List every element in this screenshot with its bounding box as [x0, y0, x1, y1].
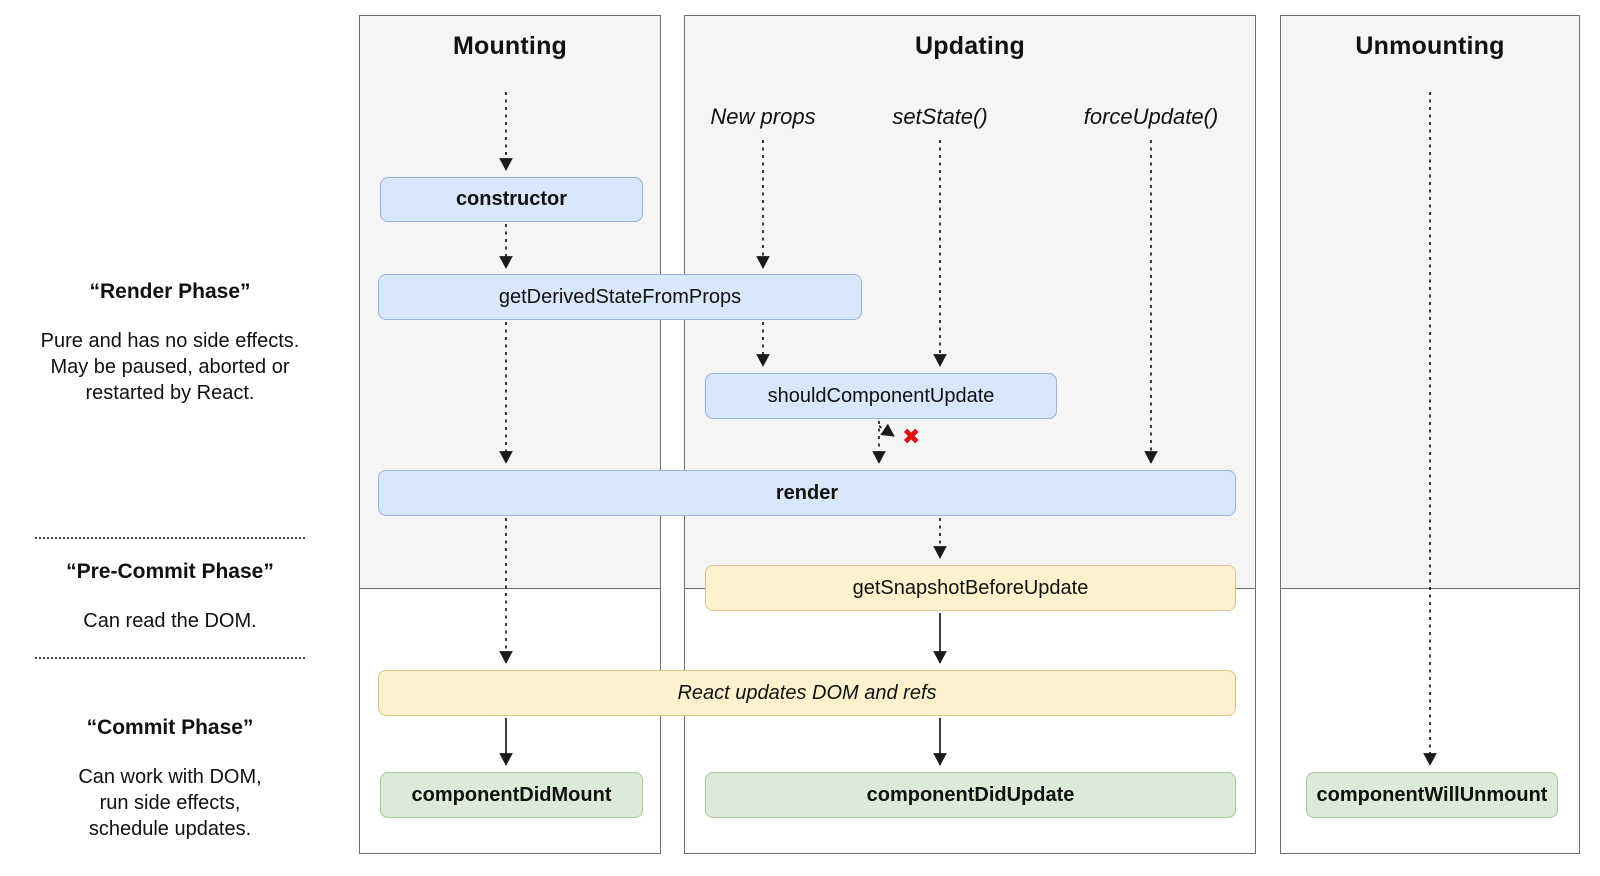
render-phase-section: “Render Phase” Pure and has no side effe… [10, 278, 330, 406]
node-component-did-mount: componentDidMount [380, 772, 643, 818]
updating-column-title: Updating [915, 32, 1025, 60]
node-get-snapshot-before-update: getSnapshotBeforeUpdate [705, 565, 1236, 611]
mounting-column-title: Mounting [452, 32, 568, 60]
force-update-label: forceUpdate() [1083, 104, 1219, 129]
pre-commit-phase-description: Can read the DOM. [83, 610, 257, 632]
commit-phase-description: Can work with DOM, run side effects, sch… [78, 766, 262, 840]
phase-divider [35, 657, 305, 659]
node-component-did-update: componentDidUpdate [705, 772, 1236, 818]
new-props-label: New props [710, 104, 816, 129]
node-constructor: constructor [380, 177, 643, 222]
node-should-component-update: shouldComponentUpdate [705, 373, 1057, 419]
render-phase-description: Pure and has no side effects. May be pau… [40, 330, 300, 404]
node-render: render [378, 470, 1236, 516]
commit-phase-title: “Commit Phase” [86, 716, 254, 739]
mounting-column: Mounting [359, 15, 661, 854]
pre-commit-phase-section: “Pre-Commit Phase” Can read the DOM. [10, 558, 330, 634]
set-state-label: setState() [892, 104, 988, 129]
unmounting-render-phase-zone [1281, 16, 1579, 589]
commit-phase-section: “Commit Phase” Can work with DOM, run si… [10, 714, 330, 842]
pre-commit-phase-title: “Pre-Commit Phase” [66, 560, 274, 583]
updating-column: Updating [684, 15, 1256, 854]
update-cancelled-x-icon: ✖ [902, 424, 921, 449]
node-get-derived-state-from-props: getDerivedStateFromProps [378, 274, 862, 320]
unmounting-column: Unmounting [1280, 15, 1580, 854]
unmounting-column-title: Unmounting [1355, 32, 1505, 60]
node-react-updates-dom-and-refs: React updates DOM and refs [378, 670, 1236, 716]
render-phase-title: “Render Phase” [89, 280, 251, 303]
phase-legend: “Render Phase” Pure and has no side effe… [10, 0, 330, 876]
phase-divider [35, 537, 305, 539]
node-component-will-unmount: componentWillUnmount [1306, 772, 1558, 818]
